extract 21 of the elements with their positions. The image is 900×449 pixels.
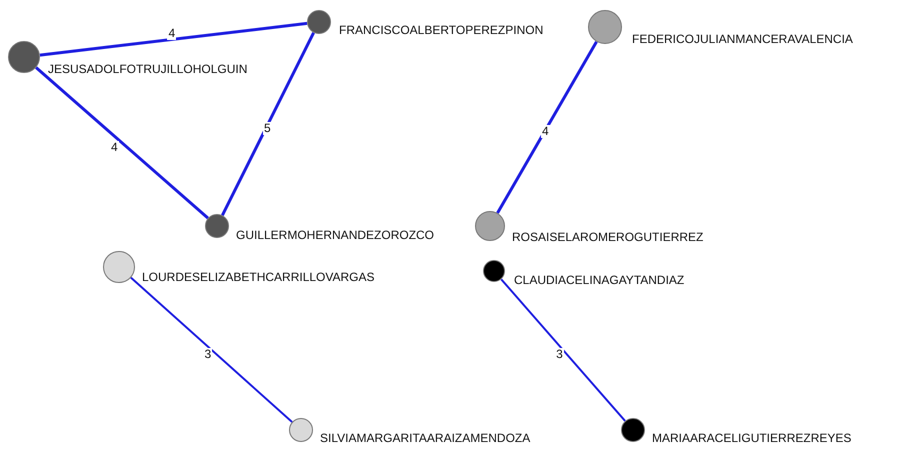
edge-line	[496, 40, 598, 214]
node-label: FRANCISCOALBERTOPEREZPINON	[339, 23, 544, 37]
edge-line	[500, 278, 626, 422]
edge-line	[40, 22, 308, 57]
edge-label: 5	[263, 122, 272, 135]
node-label: ROSAISELAROMEROGUTIERREZ	[512, 230, 704, 244]
node-label: LOURDESELIZABETHCARRILLOVARGAS	[142, 270, 375, 284]
edge-line	[35, 66, 209, 220]
edge-line	[130, 276, 293, 423]
edge-label: 3	[555, 348, 564, 362]
node-label: GUILLERMOHERNANDEZOROZCO	[236, 228, 434, 242]
node-label: SILVIAMARGARITAARAIZAMENDOZA	[320, 431, 530, 445]
edge-label: 3	[203, 348, 212, 361]
edge-line	[221, 32, 315, 216]
edge-label: 4	[167, 27, 176, 40]
node-label: FEDERICOJULIANMANCERAVALENCIA	[632, 32, 853, 46]
edge-label: 4	[540, 125, 550, 138]
node-label: CLAUDIACELINAGAYTANDIAZ	[514, 273, 684, 287]
node-label: JESUSADOLFOTRUJILLOHOLGUIN	[48, 62, 248, 76]
edge-label: 4	[110, 140, 119, 154]
node-label: MARIAARACELIGUTIERREZREYES	[652, 431, 852, 445]
